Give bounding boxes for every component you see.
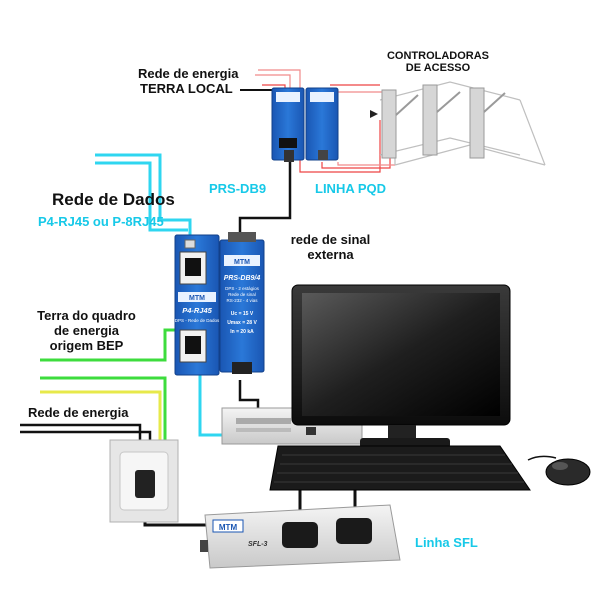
signal-wire xyxy=(238,160,292,238)
energy-wires-bottom xyxy=(20,423,152,440)
label-controladoras-line2: DE ACESSO xyxy=(405,62,471,74)
label-terra-quadro-line2: de energia xyxy=(53,323,120,338)
label-terra-quadro-line1: Terra do quadro xyxy=(37,308,136,323)
sfl-name: SFL-3 xyxy=(248,541,268,548)
label-terra-quadro: Terra do quadro de energia origem BEP xyxy=(24,308,149,353)
prs-spec2: Rede de sinal xyxy=(228,292,256,297)
prs-name: PRS-DB9/4 xyxy=(224,275,261,282)
label-rede-dados: Rede de Dados xyxy=(52,190,175,209)
label-rede-sinal: rede de sinal externa xyxy=(283,232,378,262)
label-p4-rj45: P4-RJ45 ou P-8RJ45 xyxy=(38,214,164,229)
keyboard xyxy=(269,445,531,491)
label-rede-energia-top: Rede de energia xyxy=(138,66,239,81)
prs-in: In = 20 kA xyxy=(230,329,254,335)
prs-db9-4-device: MTM PRS-DB9/4 DPS - 2 estágios Rede de s… xyxy=(219,232,265,374)
prs-uc: Uc = 15 V xyxy=(231,311,254,317)
sfl-3-strip: MTM SFL-3 xyxy=(200,504,401,569)
p4-brand: MTM xyxy=(189,295,205,302)
label-linha-sfl: Linha SFL xyxy=(415,535,478,550)
computer-tower xyxy=(221,407,363,445)
prs-umax: Umax = 28 V xyxy=(227,320,257,326)
access-controllers xyxy=(370,81,546,166)
prs-db9-module xyxy=(271,87,305,162)
label-linha-pqd: LINHA PQD xyxy=(315,181,387,196)
label-controladoras-line1: CONTROLADORAS xyxy=(386,50,490,62)
label-rede-energia-bottom: Rede de energia xyxy=(28,405,129,420)
label-prs-db9: PRS-DB9 xyxy=(209,181,267,196)
label-controladoras: CONTROLADORAS DE ACESSO xyxy=(383,50,493,74)
p4-rj45-device: MTM P4-RJ45 DPS - Rede de Dados xyxy=(174,234,220,376)
label-terra-quadro-line3: origem BEP xyxy=(49,338,124,353)
wall-outlet xyxy=(109,439,179,523)
label-rede-sinal-line2: externa xyxy=(307,247,354,262)
mouse xyxy=(527,455,591,486)
p4-name: P4-RJ45 xyxy=(182,306,212,315)
label-terra-local: TERRA LOCAL xyxy=(140,81,233,96)
prs-spec1: DPS - 2 estágios xyxy=(225,286,260,291)
p4-subtitle: DPS - Rede de Dados xyxy=(175,318,220,323)
sfl-brand: MTM xyxy=(219,523,238,532)
prs-brand: MTM xyxy=(234,259,250,266)
monitor xyxy=(291,284,511,448)
pqd-module xyxy=(305,87,339,161)
label-rede-sinal-line1: rede de sinal xyxy=(290,232,371,247)
prs-spec3: RS-232 - 4 vias xyxy=(226,298,258,303)
data-wires xyxy=(95,153,232,437)
